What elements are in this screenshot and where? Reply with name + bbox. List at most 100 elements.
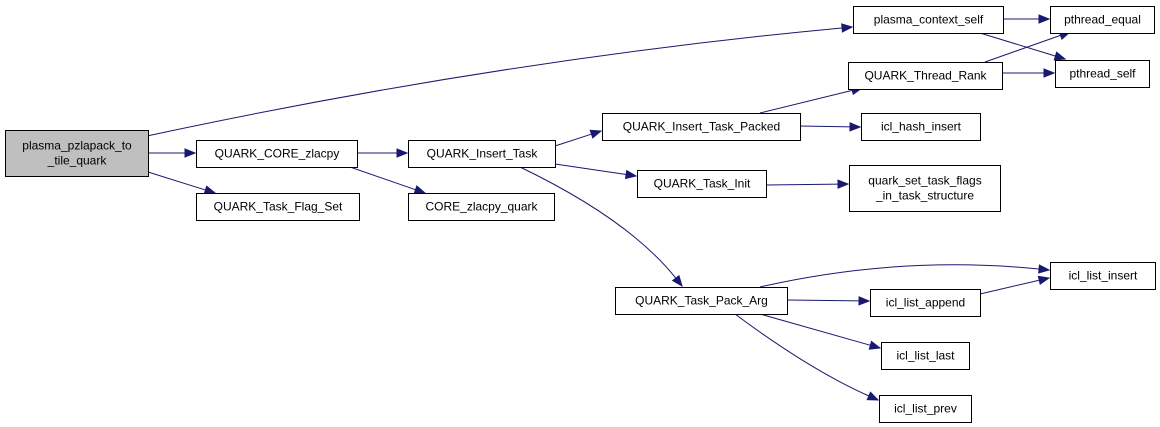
node-label: QUARK_Thread_Rank [864,69,987,83]
node-icl-list-insert[interactable]: icl_list_insert [1050,262,1156,290]
node-label: _in_task_structure [875,189,974,203]
node-box [870,289,981,317]
node-box [196,140,358,168]
edge-line [519,166,677,280]
edge-line [759,89,854,114]
edge-insert_task-to-task_init [554,163,638,180]
node-core-zlacpy-quark[interactable]: CORE_zlacpy_quark [408,193,555,221]
node-box [637,170,767,198]
node-label: _tile_quark [47,154,108,168]
edge-line [786,299,861,302]
edge-root-to-core_zlacpy [148,148,197,158]
edge-line [799,125,852,128]
node-box [1050,262,1156,290]
edge-core_zlacpy-to-core_zlacpy_quark [349,166,427,195]
arrowhead [837,179,850,189]
node-label: icl_hash_insert [881,120,962,134]
nodes-layer: plasma_pzlapack_to_tile_quark QUARK_CORE_… [5,6,1156,423]
node-icl-hash-insert[interactable]: icl_hash_insert [861,113,981,141]
edge-line [147,171,207,191]
node-label: QUARK_Task_Pack_Arg [635,294,768,308]
node-task-pack-arg[interactable]: QUARK_Task_Pack_Arg [615,287,788,315]
node-pthread-self[interactable]: pthread_self [1055,60,1150,88]
arrowhead [1037,275,1051,285]
edge-core_zlacpy-to-insert_task [357,148,409,158]
node-label: QUARK_Task_Flag_Set [214,200,343,214]
node-flag-set[interactable]: QUARK_Task_Flag_Set [196,193,360,221]
arrowhead [866,391,880,401]
edge-task_pack_arg-to-icl_list_prev [734,313,880,401]
edge-root-to-plasma_context_self [146,23,854,137]
arrowhead [849,122,862,132]
arrowhead [589,129,603,139]
node-insert-task[interactable]: QUARK_Insert_Task [408,140,556,168]
node-label: icl_list_prev [894,402,957,416]
node-label: QUARK_CORE_zlacpy [215,147,340,161]
node-root[interactable]: plasma_pzlapack_to_tile_quark [5,130,149,177]
arrowhead [841,23,854,33]
edge-icl_list_append-to-icl_list_insert [979,275,1051,295]
node-label: plasma_context_self [874,13,984,27]
edge-line [979,279,1041,295]
node-box [853,6,1004,34]
node-label: quark_set_task_flags [868,174,981,188]
node-icl-list-last[interactable]: icl_list_last [881,342,970,370]
node-box [1050,6,1155,34]
edge-plasma_context_self-to-pthread_self [979,32,1067,61]
node-label: icl_list_insert [1069,269,1138,283]
node-box [1055,60,1150,88]
node-box [408,140,556,168]
node-label: pthread_self [1069,67,1136,81]
node-box [615,287,788,315]
node-label: icl_list_append [886,296,965,310]
arrowhead [868,340,882,350]
edge-line [759,264,1041,288]
edge-insert_task_packed-to-thread_rank [759,85,864,114]
edge-insert_task-to-task_pack_arg [519,166,683,288]
edge-task_pack_arg-to-icl_list_append [786,296,871,306]
edge-task_pack_arg-to-icl_list_insert [759,264,1051,288]
edges-layer [146,14,1072,401]
node-label: plasma_pzlapack_to [22,139,132,153]
arrowhead [413,185,427,195]
node-box [196,193,360,221]
node-box [861,113,981,141]
node-plasma-context-self[interactable]: plasma_context_self [853,6,1004,34]
arrowhead [671,274,683,288]
node-thread-rank[interactable]: QUARK_Thread_Rank [848,62,1003,90]
arrowhead [1053,51,1067,61]
edge-line [734,313,870,397]
node-box [5,130,149,177]
node-label: CORE_zlacpy_quark [425,200,538,214]
arrowhead [1038,264,1051,274]
node-label: QUARK_Insert_Task_Packed [623,120,780,134]
node-icl-list-append[interactable]: icl_list_append [870,289,981,317]
node-box [879,395,972,423]
node-quark-set-task-flags[interactable]: quark_set_task_flags_in_task_structure [849,165,1001,212]
edge-task_pack_arg-to-icl_list_last [759,313,882,350]
node-box [408,193,555,221]
arrowhead [203,185,217,195]
edge-line [554,133,593,147]
arrowhead [858,296,871,306]
arrowhead [1043,68,1056,78]
arrowhead [1038,14,1051,24]
edge-line [554,163,628,176]
edge-root-to-flag_set [147,171,217,195]
node-box [849,165,1001,212]
node-box [881,342,970,370]
edge-line [765,183,840,186]
node-task-init[interactable]: QUARK_Task_Init [637,170,767,198]
node-pthread-equal[interactable]: pthread_equal [1050,6,1155,34]
node-label: icl_list_last [896,349,955,363]
node-insert-task-packed[interactable]: QUARK_Insert_Task_Packed [602,113,801,141]
node-core-zlacpy[interactable]: QUARK_CORE_zlacpy [196,140,358,168]
node-icl-list-prev[interactable]: icl_list_prev [879,395,972,423]
arrowhead [184,148,197,158]
node-label: pthread_equal [1064,13,1141,27]
arrowhead [624,169,638,180]
edge-line [979,32,1057,57]
edge-insert_task_packed-to-icl_hash_insert [799,122,862,132]
edge-thread_rank-to-pthread_self [1002,68,1056,78]
